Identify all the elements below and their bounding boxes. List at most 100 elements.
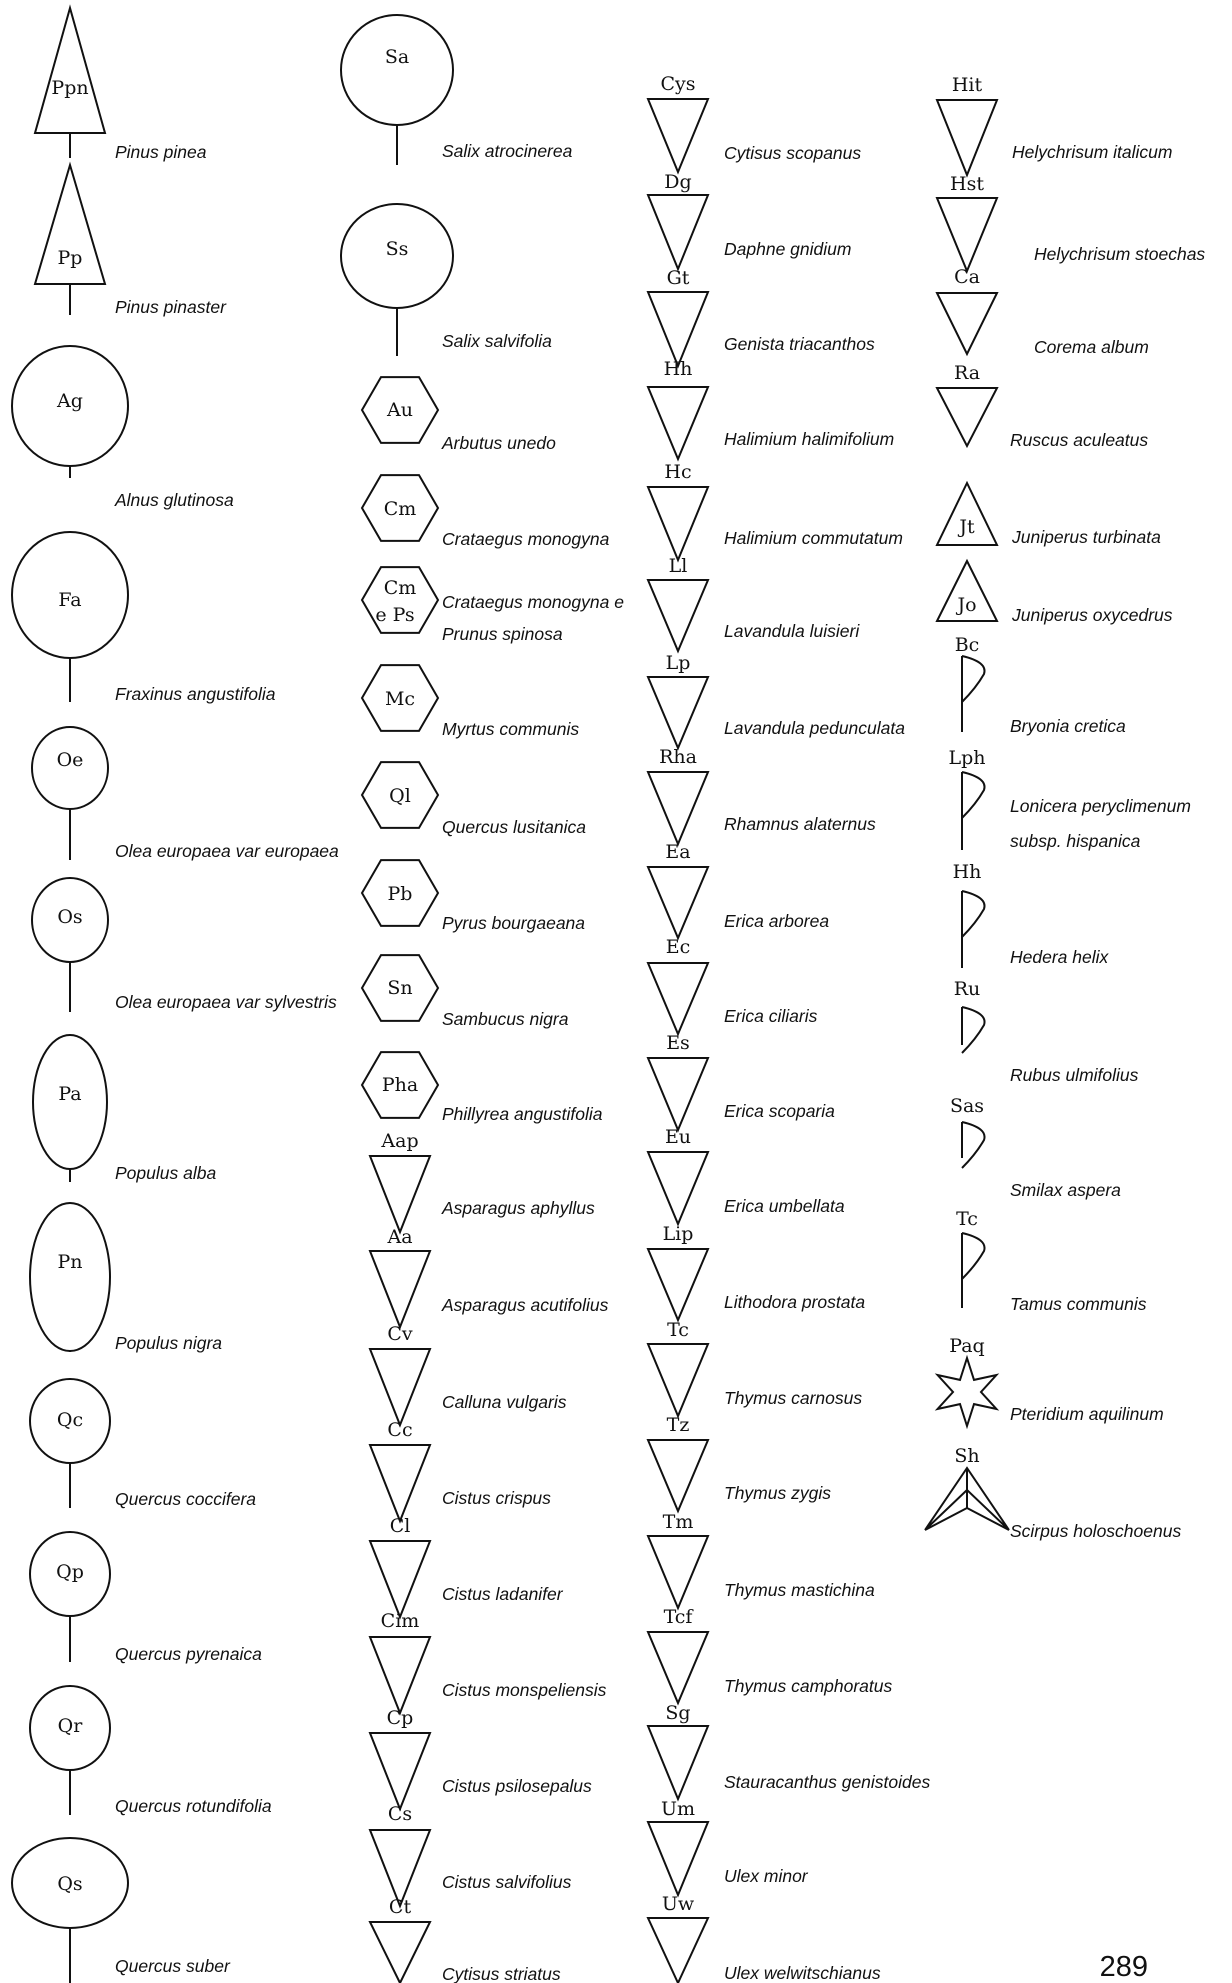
species-name: Alnus glutinosa <box>114 490 234 510</box>
ellipse-tree-symbol <box>340 14 454 126</box>
down-triangle-symbol <box>646 1535 710 1611</box>
species-name: Scirpus holoschoenus <box>1010 1521 1181 1541</box>
species-name: Cytisus striatus <box>442 1964 561 1983</box>
species-code: Cs <box>388 1803 412 1825</box>
up-triangle-symbol <box>935 480 999 546</box>
species-code: Jo <box>955 594 976 616</box>
species-name: Juniperus oxycedrus <box>1011 605 1173 625</box>
species-name: Ulex minor <box>724 1866 809 1886</box>
species-name: Daphne gnidium <box>724 239 851 259</box>
flag-symbol <box>961 1121 986 1169</box>
species-name: Olea europaea var sylvestris <box>115 992 337 1012</box>
species-name-line-2: subsp. hispanica <box>1010 831 1141 851</box>
species-code: Cm <box>384 498 417 520</box>
species-name-line-2: Prunus spinosa <box>442 624 563 644</box>
species-code: Hh <box>953 861 982 883</box>
down-triangle-symbol <box>368 1540 432 1620</box>
species-name: Lonicera peryclimenum <box>1010 796 1191 816</box>
species-name: Populus alba <box>115 1163 216 1183</box>
species-code: Ru <box>954 978 981 1000</box>
species-code: Tc <box>667 1319 689 1341</box>
hexagon-symbol <box>360 954 440 1022</box>
species-code: Ag <box>56 390 83 412</box>
species-code: Oe <box>57 749 84 771</box>
species-name: Stauracanthus genistoides <box>724 1772 930 1792</box>
hexagon-symbol <box>360 1051 440 1119</box>
hexagon-symbol <box>360 376 440 444</box>
flag-symbol <box>961 890 986 938</box>
species-code: Qr <box>58 1715 84 1737</box>
down-triangle-symbol <box>368 1921 432 1983</box>
species-name: Lavandula luisieri <box>724 621 860 641</box>
species-code: Gt <box>667 267 690 289</box>
species-code: Tz <box>667 1414 690 1436</box>
species-code: Cl <box>390 1515 411 1537</box>
down-triangle-symbol <box>935 99 999 178</box>
species-code: Cc <box>387 1419 412 1441</box>
species-name: Rubus ulmifolius <box>1010 1065 1139 1085</box>
species-name: Juniperus turbinata <box>1011 527 1161 547</box>
species-name: Rhamnus alaternus <box>724 814 876 834</box>
flag-symbol <box>961 1232 986 1280</box>
conifer-triangle-symbol <box>33 4 107 134</box>
hexagon-symbol <box>360 859 440 927</box>
species-code: Ra <box>954 362 980 384</box>
species-name: Pinus pinaster <box>115 297 227 317</box>
species-name: Bryonia cretica <box>1010 716 1126 736</box>
species-name: Thymus camphoratus <box>724 1676 893 1696</box>
down-triangle-symbol <box>935 387 999 449</box>
species-name: Thymus carnosus <box>724 1388 862 1408</box>
species-name: Phillyrea angustifolia <box>442 1104 603 1124</box>
species-code: Aap <box>380 1130 418 1152</box>
species-code: Qc <box>57 1409 83 1431</box>
down-triangle-symbol <box>935 292 999 357</box>
species-name: Olea europaea var europaea <box>115 841 339 861</box>
ellipse-tree-symbol <box>29 1202 111 1352</box>
species-code: Sn <box>387 977 412 999</box>
species-code-line-2: e Ps <box>375 604 414 626</box>
species-name: Cistus psilosepalus <box>442 1776 592 1796</box>
species-name: Sambucus nigra <box>442 1009 569 1029</box>
down-triangle-symbol <box>646 1439 710 1514</box>
down-triangle-symbol <box>646 1248 710 1323</box>
species-code: Ca <box>954 266 980 288</box>
species-name: Thymus mastichina <box>724 1580 875 1600</box>
flag-symbol <box>961 771 986 819</box>
species-code: Qp <box>56 1561 84 1583</box>
species-name: Cistus monspeliensis <box>442 1680 607 1700</box>
species-code: Hc <box>664 461 691 483</box>
species-name: Corema album <box>1034 337 1149 357</box>
species-name: Halimium halimifolium <box>724 429 894 449</box>
species-name: Helychrisum stoechas <box>1034 244 1205 264</box>
down-triangle-symbol <box>368 1732 432 1812</box>
species-name: Asparagus acutifolius <box>441 1295 609 1315</box>
species-name: Salix salvifolia <box>442 331 552 351</box>
species-name: Calluna vulgaris <box>442 1392 567 1412</box>
species-code: Jt <box>957 516 975 538</box>
species-name: Quercus coccifera <box>115 1489 256 1509</box>
